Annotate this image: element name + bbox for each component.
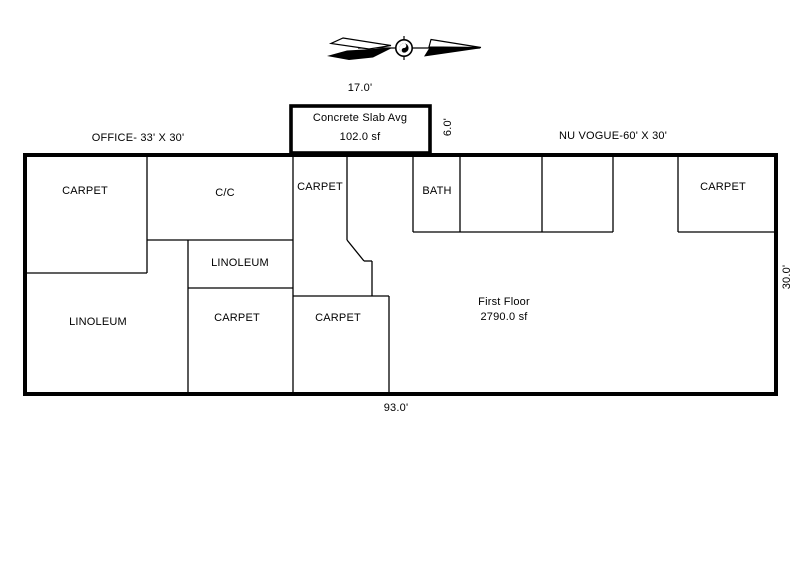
room-label-center-carpet: CARPET bbox=[297, 181, 343, 193]
room-label-right-carpet: CARPET bbox=[700, 181, 746, 193]
slab-title-label: Concrete Slab Avg bbox=[312, 112, 408, 124]
north-arrow-icon bbox=[327, 36, 482, 60]
office-area-label: OFFICE- 33' X 30' bbox=[91, 132, 185, 144]
concrete-slab-outline bbox=[289, 104, 432, 155]
room-label-cc: C/C bbox=[215, 187, 235, 199]
room-label-lower-right-carpet: CARPET bbox=[315, 312, 361, 324]
room-label-office-carpet: CARPET bbox=[62, 185, 108, 197]
interior-walls bbox=[26, 156, 774, 393]
slab-area-label: 102.0 sf bbox=[339, 131, 381, 143]
dimension-slab-width: 17.0' bbox=[347, 82, 373, 94]
first-floor-area-label: 2790.0 sf bbox=[480, 311, 528, 323]
dimension-building-depth: 30.0' bbox=[781, 264, 793, 290]
room-label-bath: BATH bbox=[422, 185, 452, 197]
nu-vogue-area-label: NU VOGUE-60' X 30' bbox=[558, 130, 668, 142]
room-label-linoleum-large: LINOLEUM bbox=[69, 316, 127, 328]
room-label-linoleum-small: LINOLEUM bbox=[211, 257, 269, 269]
exterior-wall bbox=[23, 153, 778, 396]
dimension-building-width: 93.0' bbox=[383, 402, 409, 414]
room-label-mid-carpet: CARPET bbox=[214, 312, 260, 324]
dimension-slab-depth: 6.0' bbox=[442, 117, 454, 137]
first-floor-title-label: First Floor bbox=[478, 296, 530, 308]
